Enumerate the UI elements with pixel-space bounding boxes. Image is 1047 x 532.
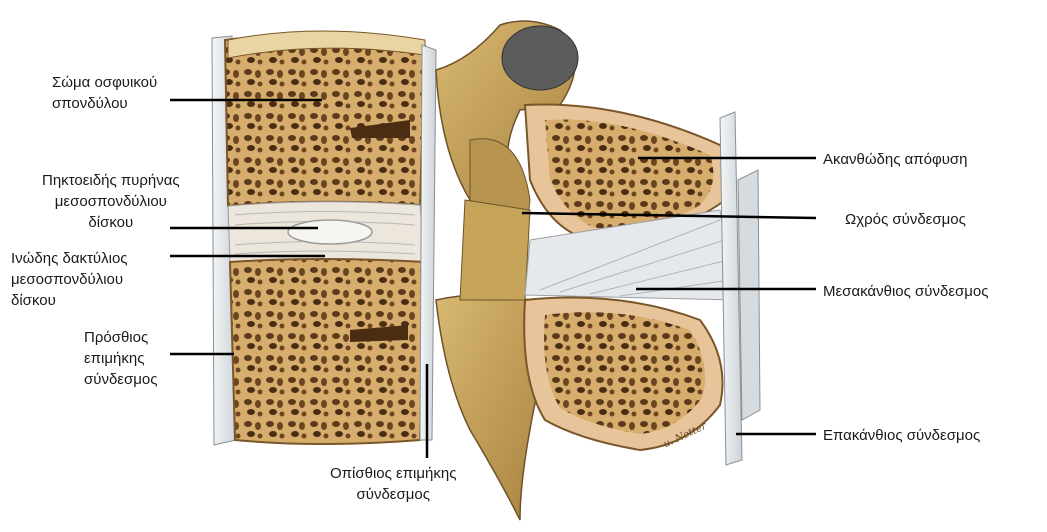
label-supraspinous: Επακάνθιος σύνδεσμος: [823, 425, 980, 446]
label-annulus-fibrosus: Ινώδης δακτύλιος μεσοσπονδύλιου δίσκου: [11, 248, 128, 311]
label-posterior-longitudinal: Οπίσθιος επιμήκης σύνδεσμος: [330, 463, 456, 505]
label-interspinous: Μεσακάνθιος σύνδεσμος: [823, 281, 988, 302]
label-anterior-longitudinal: Πρόσθιος επιμήκης σύνδεσμος: [84, 327, 157, 390]
label-nucleus-pulposus: Πηκτοειδής πυρήνας μεσοσπονδύλιου δίσκου: [42, 170, 180, 233]
label-ligamentum-flavum: Ωχρός σύνδεσμος: [845, 209, 966, 230]
leader-ligamentum-flavum: [522, 213, 816, 218]
label-vertebral-body: Σώμα οσφυικού σπονδύλου: [52, 72, 157, 114]
label-spinous-process: Ακανθώδης απόφυση: [823, 149, 968, 170]
